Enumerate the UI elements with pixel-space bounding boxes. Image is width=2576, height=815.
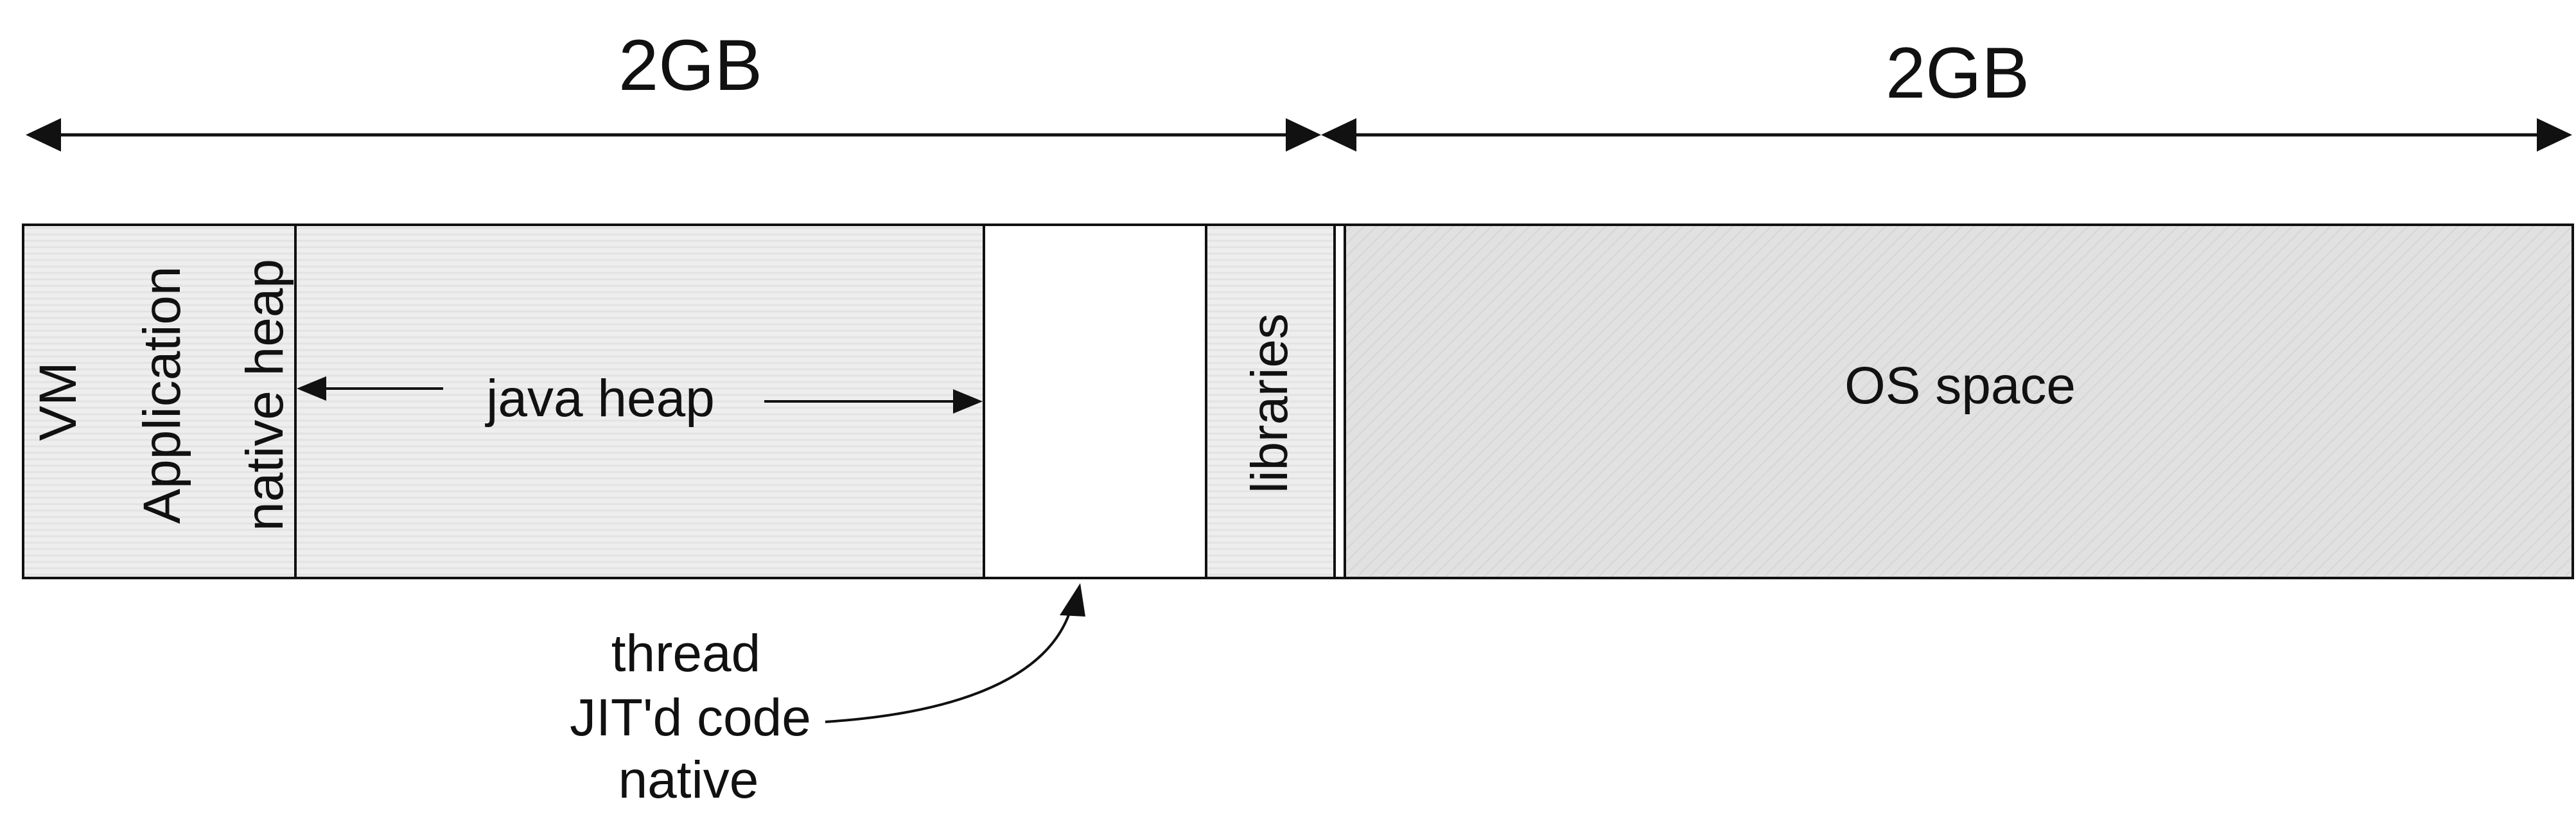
os-space-size-label: 2GB: [1886, 33, 2029, 113]
native-heap-label-line-2: Application: [133, 266, 191, 523]
os-space-span-arrow: [1321, 118, 2572, 152]
java-heap-label: java heap: [485, 369, 715, 428]
native-heap-label: VM Application native heap: [29, 259, 294, 531]
libraries-segment: [1205, 223, 1336, 579]
java-heap-range-arrows: [297, 376, 983, 414]
os-space-segment: [1344, 223, 2574, 579]
libraries-label: libraries: [1241, 313, 1298, 493]
callout-label: thread JIT'd code native: [570, 624, 811, 809]
user-space-span-arrow: [26, 118, 1321, 152]
native-heap-label-line-1: VM: [29, 362, 87, 441]
callout-arrow: [825, 613, 1071, 723]
separator-segment: [1333, 223, 1346, 579]
callout-line-native: native: [618, 751, 759, 809]
native-heap-label-line-3: native heap: [236, 259, 294, 531]
user-space-size-label: 2GB: [618, 25, 762, 105]
callout-line-thread: thread: [611, 624, 761, 683]
native-heap-segment: [22, 223, 297, 579]
callout-arrowhead: [1060, 583, 1085, 617]
thread-jit-native-segment: [983, 223, 1207, 579]
callout-line-jit: JIT'd code: [570, 688, 811, 747]
os-space-label: OS space: [1844, 356, 2076, 415]
